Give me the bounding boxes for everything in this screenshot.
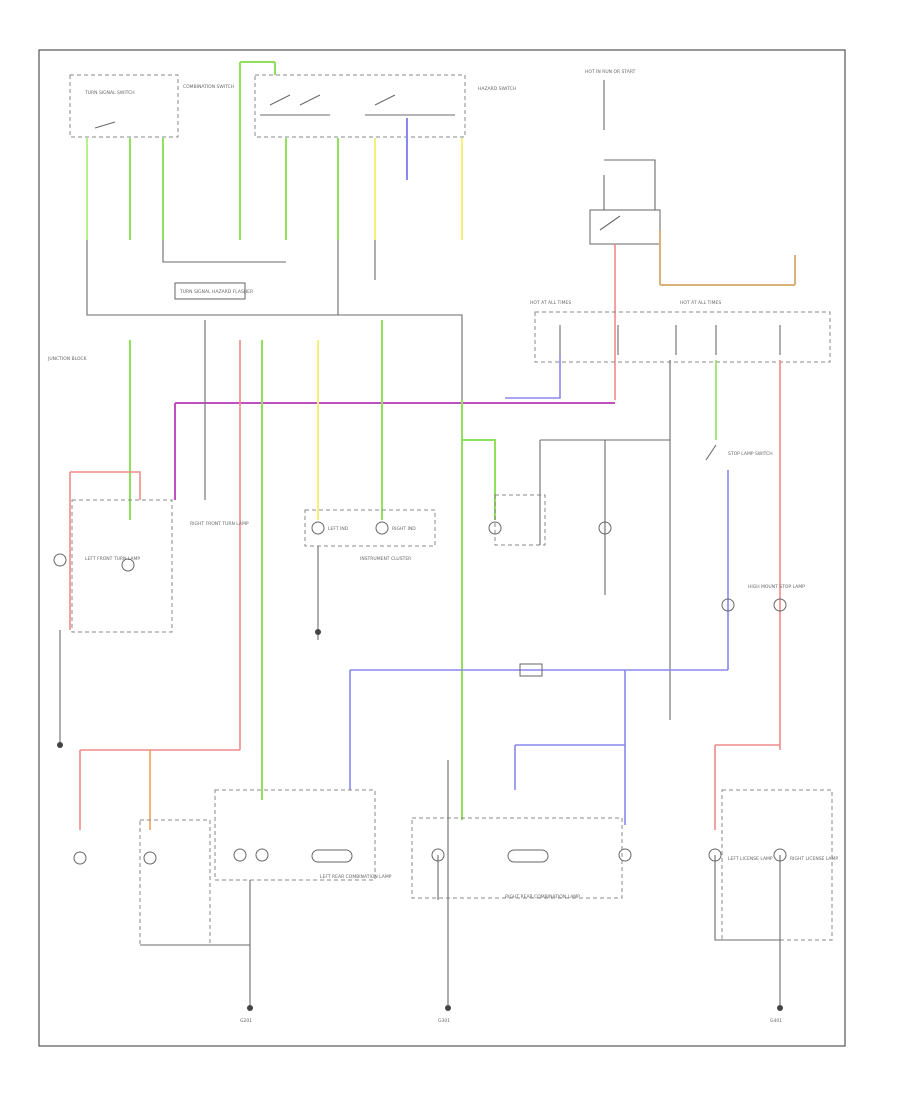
hazard-contacts	[260, 94, 455, 116]
red-lower-left	[79, 749, 240, 830]
red-left-front	[69, 471, 141, 630]
rear-bulbs	[73, 848, 787, 865]
turn-switch-label: TURN SIGNAL SWITCH	[84, 90, 135, 96]
right-rear-combo-box	[411, 817, 623, 899]
right-rear-combo-label: RIGHT REAR COMBINATION LAMP	[505, 894, 580, 900]
left-ind-bulb	[311, 521, 325, 535]
ground-label-1: G201	[240, 1018, 252, 1024]
blue-mid-v	[349, 670, 626, 825]
right-ind-bulb	[375, 521, 389, 535]
hot-all-label: HOT AT ALL TIMES	[530, 300, 571, 306]
right-front-wiring	[539, 360, 671, 720]
lower-left-lamp-box	[139, 819, 211, 946]
left-front-lamp-box	[71, 499, 173, 633]
high-stop-bulb	[721, 598, 735, 612]
right-front-lamp-box	[494, 494, 546, 546]
left-front-turn-label: LEFT FRONT TURN LAMP	[85, 556, 140, 562]
right-front-turn-bulb-2	[488, 521, 502, 535]
left-front-turn-bulb-2	[121, 558, 135, 572]
flasher-label: TURN SIGNAL HAZARD FLASHER	[179, 289, 253, 295]
combo-switch-label: COMBINATION SWITCH	[183, 84, 234, 90]
left-ind-label: LEFT IND	[328, 526, 349, 532]
high-stop-label: HIGH MOUNT STOP LAMP	[748, 584, 805, 590]
right-front-turn-label: RIGHT FRONT TURN LAMP	[190, 521, 249, 527]
junction-block-label: JUNCTION BLOCK	[47, 356, 88, 362]
stop-switch	[705, 444, 717, 461]
hot-all-label-2: HOT AT ALL TIMES	[680, 300, 721, 306]
right-ind-label: RIGHT IND	[392, 526, 416, 532]
stop-switch-label: STOP LAMP SWITCH	[728, 451, 773, 457]
diagram-frame	[38, 49, 846, 1047]
hazard-switch-box	[254, 74, 466, 138]
right-front-turn-bulb	[598, 521, 612, 535]
fuse-block-taps	[559, 325, 781, 355]
purple-wire	[174, 402, 615, 500]
left-rear-combo-label: LEFT REAR COMBINATION LAMP	[320, 874, 392, 880]
turn-hazard-flasher	[174, 282, 246, 300]
red-lower-right	[714, 744, 780, 830]
instrument-cluster-label: INSTRUMENT CLUSTER	[360, 556, 411, 562]
blue-lower	[514, 744, 625, 790]
inline-diode	[519, 663, 543, 677]
hazard-switch-label: HAZARD SWITCH	[478, 86, 516, 92]
turn-switch-contact	[94, 121, 116, 129]
fuse-block	[534, 311, 831, 363]
ground-symbols	[57, 629, 783, 1011]
relay-contact	[599, 215, 621, 231]
license-box	[721, 789, 833, 941]
ground-label-2: G301	[438, 1018, 450, 1024]
right-small-bulb	[773, 598, 787, 612]
left-license-label: LEFT LICENSE LAMP	[728, 856, 773, 862]
turn-signal-switch-box	[69, 74, 179, 138]
top-vertical-wires	[86, 61, 463, 240]
left-front-turn-bulb	[53, 553, 67, 567]
hot-run-label: HOT IN RUN OR START	[585, 69, 636, 75]
fuse-feed	[603, 80, 656, 210]
left-rear-combo-box	[214, 789, 376, 881]
right-license-label: RIGHT LICENSE LAMP	[790, 856, 838, 862]
relay-box	[589, 209, 661, 245]
blue-wire-top	[505, 355, 561, 399]
upper-bus	[86, 240, 463, 400]
ground-label-3: G401	[770, 1018, 782, 1024]
instrument-cluster-box	[304, 509, 436, 547]
middle-trunks	[129, 320, 496, 820]
